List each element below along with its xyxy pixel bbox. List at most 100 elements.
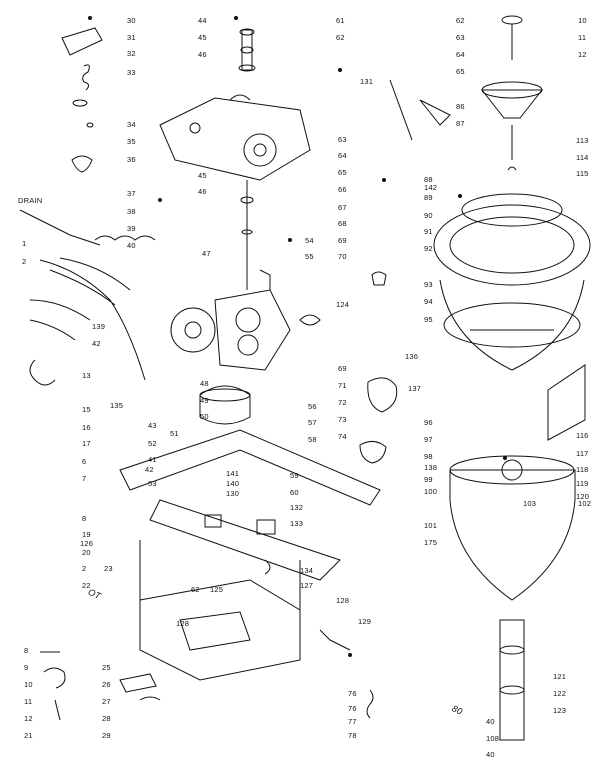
- callout-b8: 8: [24, 646, 29, 655]
- callout-2b: 2: [82, 564, 87, 573]
- callout-42: 42: [92, 339, 101, 348]
- callout-94: 94: [424, 297, 433, 306]
- screen-part: [547, 364, 586, 441]
- callout-76b: 76: [348, 704, 357, 713]
- callout-69: 69: [338, 236, 347, 245]
- callout-30: 30: [127, 16, 136, 25]
- callout-60: 60: [290, 488, 299, 497]
- callout-93: 93: [424, 280, 433, 289]
- callout-16: 16: [82, 423, 91, 432]
- callout-2: 2: [22, 257, 27, 266]
- callout-92: 92: [424, 244, 433, 253]
- callout-77: 77: [348, 717, 357, 726]
- callout-r10: 10: [578, 16, 587, 25]
- callout-46b: 46: [198, 187, 207, 196]
- callout-r11: 11: [578, 33, 587, 42]
- agitator-stack: [241, 29, 253, 71]
- callout-70: 70: [338, 252, 347, 261]
- callout-50: 50: [200, 412, 209, 421]
- callout-49: 49: [200, 396, 209, 405]
- callout-57: 57: [308, 418, 317, 427]
- callout-142: 142: [424, 183, 438, 192]
- base-frame: [119, 429, 381, 506]
- callout-116: 116: [576, 431, 589, 440]
- callout-73: 73: [338, 415, 347, 424]
- callout-61: 61: [336, 16, 345, 25]
- callout-128b: 128: [336, 596, 350, 605]
- callout-7: 7: [82, 474, 87, 483]
- callout-r40b: 40: [486, 750, 495, 759]
- drain-hose: [19, 209, 101, 246]
- callout-55: 55: [305, 252, 314, 261]
- callout-122: 122: [553, 689, 567, 698]
- pump-part: [367, 377, 398, 413]
- transmission: [214, 289, 291, 371]
- valve-part: [256, 519, 276, 535]
- callout-23: 23: [104, 564, 113, 573]
- callout-58: 58: [308, 435, 317, 444]
- spring-part: [82, 64, 90, 91]
- callout-115: 115: [576, 169, 589, 178]
- callout-b29: 29: [102, 731, 111, 740]
- callout-r12: 12: [578, 50, 587, 59]
- callout-20: 20: [82, 548, 91, 557]
- drain-label: DRAIN: [18, 196, 43, 205]
- callout-123: 123: [553, 706, 567, 715]
- callout-71: 71: [338, 381, 347, 390]
- callout-b26: 26: [102, 680, 111, 689]
- callout-113: 113: [576, 136, 589, 145]
- callout-r64: 64: [456, 50, 465, 59]
- callout-46: 46: [198, 50, 207, 59]
- pulley-part: [170, 307, 216, 353]
- callout-132: 132: [290, 503, 304, 512]
- callout-133: 133: [290, 519, 304, 528]
- callout-99: 99: [424, 475, 433, 484]
- callout-38: 38: [127, 207, 136, 216]
- callout-78: 78: [348, 731, 357, 740]
- callout-41: 41: [148, 455, 157, 464]
- callout-74: 74: [338, 432, 347, 441]
- callout-117: 117: [576, 449, 589, 458]
- callout-b9: 9: [24, 663, 29, 672]
- wire-harness: [29, 257, 146, 381]
- callout-17: 17: [82, 439, 91, 448]
- callout-121: 121: [553, 672, 567, 681]
- callout-175: 175: [424, 538, 438, 547]
- callout-108: 108: [486, 734, 500, 743]
- callout-54: 54: [305, 236, 314, 245]
- callout-96: 96: [424, 418, 433, 427]
- cap-part: [71, 155, 93, 173]
- callout-1: 1: [22, 239, 27, 248]
- callout-45: 45: [198, 33, 207, 42]
- callout-118: 118: [576, 465, 589, 474]
- outer-tub: [439, 279, 585, 371]
- callout-64: 64: [338, 151, 347, 160]
- motor: [199, 385, 251, 425]
- callout-134: 134: [300, 566, 314, 575]
- callout-b28: 28: [102, 714, 111, 723]
- gear-case-plate: [159, 97, 311, 181]
- callout-137: 137: [408, 384, 422, 393]
- callout-b25: 25: [102, 663, 111, 672]
- callout-98: 98: [424, 452, 433, 461]
- callout-130: 130: [226, 489, 240, 498]
- nut-part: [86, 122, 94, 128]
- callout-101: 101: [424, 521, 438, 530]
- cabinet-base: [449, 469, 576, 601]
- callout-63: 63: [338, 135, 347, 144]
- callout-127: 127: [300, 581, 314, 590]
- callout-128: 128: [176, 619, 190, 628]
- callout-97: 97: [424, 435, 433, 444]
- callout-91: 91: [424, 227, 433, 236]
- callout-90: 90: [424, 211, 433, 220]
- callout-44: 44: [198, 16, 207, 25]
- callout-45b: 45: [198, 171, 207, 180]
- callout-19: 19: [82, 530, 91, 539]
- callout-r63: 63: [456, 33, 465, 42]
- bracket-part: [61, 27, 103, 56]
- callout-42b: 42: [145, 465, 154, 474]
- callout-37: 37: [127, 189, 136, 198]
- callout-39: 39: [127, 224, 136, 233]
